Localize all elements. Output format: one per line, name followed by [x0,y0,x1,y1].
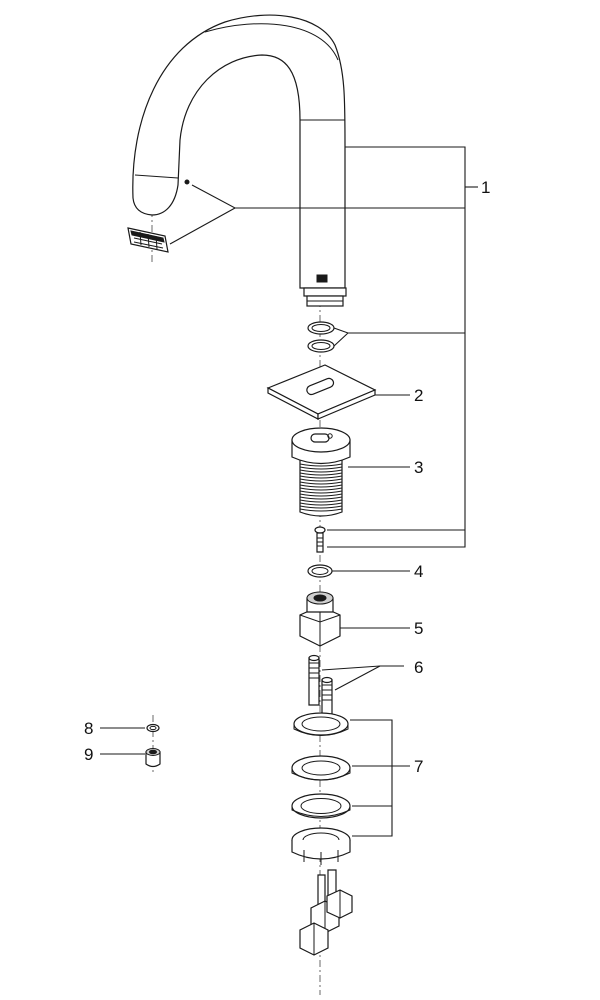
thread-line [299,508,343,512]
callout-1: 1 [481,178,490,197]
leader-7 [350,719,393,837]
thread-line [299,484,343,488]
callout-5: 5 [414,619,423,638]
thread-line [299,496,343,500]
thread-line [299,472,343,476]
aerator-cartridge [127,227,169,253]
callout-2: 2 [414,386,423,405]
leader-6 [321,665,404,671]
hose-connections [299,869,353,956]
callout-3: 3 [414,458,423,477]
thread-line [299,481,343,485]
callout-7: 7 [414,757,423,776]
spare-insert-9 [145,748,161,768]
thread-line [299,466,343,470]
o-ring-4 [307,564,333,578]
leader-1 [327,146,466,548]
thread-line [299,499,343,503]
spout-o-rings [307,321,335,353]
spout [132,14,347,307]
callout-8: 8 [84,719,93,738]
thread-line [299,469,343,473]
callout-9: 9 [84,745,93,764]
thread-line [299,463,343,467]
thread-line [299,502,343,506]
connection-nipples [308,654,333,721]
washer-stack [291,712,351,865]
callout-6: 6 [414,658,423,677]
sleeve-threads [299,463,343,512]
thread-line [299,490,343,494]
thread-line [299,475,343,479]
leader-lines [100,146,478,837]
thread-line [299,487,343,491]
spout-outlet-collar [303,287,347,297]
thread-line [299,493,343,497]
thread-line [299,478,343,482]
threaded-sleeve [291,427,351,517]
spout-screw-dot [184,179,190,185]
callout-4: 4 [414,562,423,581]
spare-o-ring-8 [146,723,160,733]
fixing-screw [314,526,326,553]
base-plate [266,364,377,420]
valve-body [299,591,341,647]
spout-mark [316,274,328,283]
thread-line [299,505,343,509]
